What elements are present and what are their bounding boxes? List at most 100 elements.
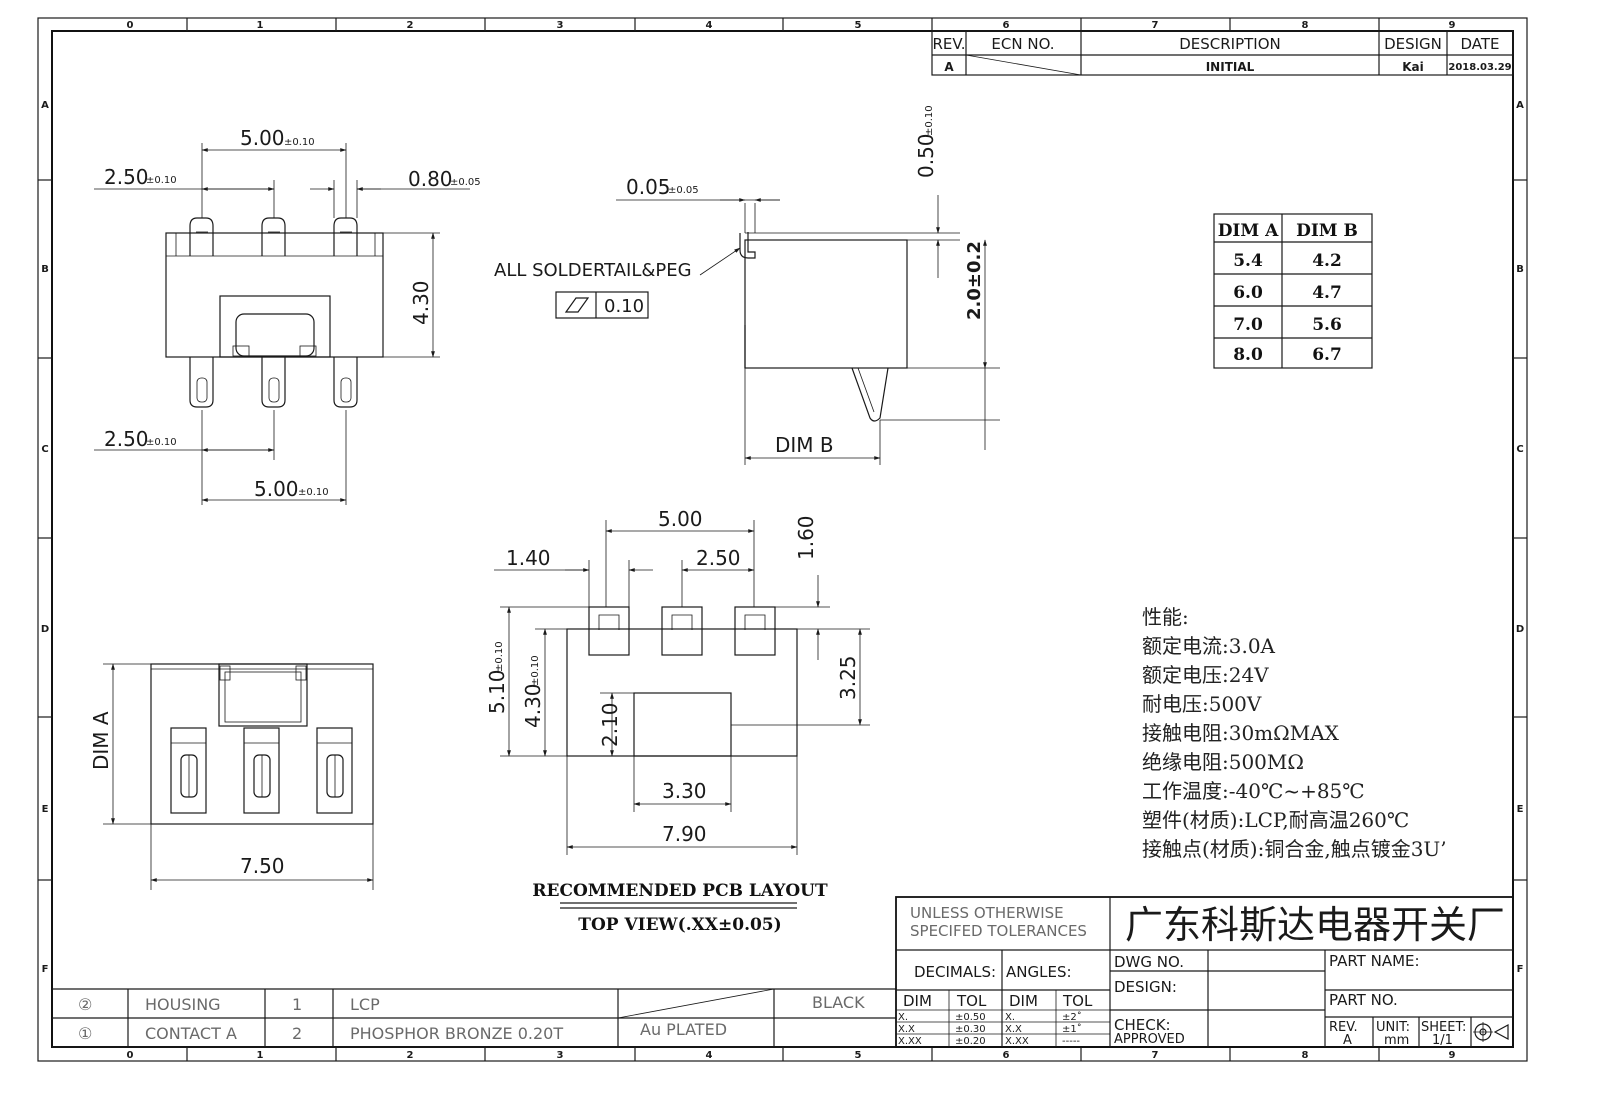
part-name-label: PART NAME: — [1329, 952, 1420, 970]
spec-list: 性能: 额定电流:3.0A 额定电压:24V 耐电压:500V 接触电阻:30m… — [1142, 605, 1447, 861]
front-actuator — [218, 663, 308, 727]
zone-bottom-5: 5 — [855, 1050, 862, 1061]
zone-top-9: 9 — [1449, 20, 1456, 31]
projection-symbol-icon — [1473, 1022, 1509, 1042]
ecn-header: ECN NO. — [991, 35, 1054, 53]
revision-block: REV. ECN NO. DESCRIPTION DESIGN DATE A I… — [931, 30, 1514, 76]
dim-thickness-tol: ±0.05 — [668, 185, 699, 196]
top-view: 5.00 ±0.10 2.50 ±0.10 0.80 ±0.05 4.30 2.… — [94, 126, 481, 505]
zone-right-e: E — [1517, 804, 1524, 815]
side-leg — [851, 367, 889, 422]
dim-pin-width: 0.80 — [408, 167, 453, 191]
part-no-label: PART NO. — [1329, 991, 1398, 1009]
decimal-dim: X.X — [898, 1024, 915, 1035]
dim-table-cell: 6.7 — [1312, 345, 1342, 365]
angle-tol: ±1˚ — [1062, 1023, 1082, 1035]
dim-table-cell: 5.4 — [1233, 251, 1263, 271]
pcb-dim-2-50: 2.50 — [696, 546, 741, 570]
dim-front-width: 7.50 — [240, 854, 285, 878]
dim-table: DIM A DIM B 5.4 4.2 6.0 4.7 7.0 5.6 8.0 … — [1213, 213, 1373, 369]
bom-material: PHOSPHOR BRONZE 0.20T — [350, 1024, 563, 1043]
flatness-callout: 0.10 — [555, 291, 649, 319]
side-view: 0.05 ±0.05 ALL SOLDERTAIL&PEG 0.50 ±0.10… — [494, 105, 1000, 465]
dim-table-cell: 5.6 — [1312, 315, 1342, 335]
pcb-dim-5-00: 5.00 — [658, 507, 703, 531]
description-value: INITIAL — [1206, 60, 1255, 74]
pcb-layout-subtitle: TOP VIEW(.XX±0.05) — [578, 915, 781, 935]
zone-left-e: E — [42, 804, 49, 815]
rev-label: REV. — [1329, 1020, 1358, 1035]
pcb-dim-2-10: 2.10 — [598, 702, 622, 747]
housing-outline — [165, 232, 384, 358]
zone-top-3: 3 — [557, 20, 564, 31]
zone-top-5: 5 — [855, 20, 862, 31]
pcb-pads — [588, 606, 776, 757]
flatness-value: 0.10 — [604, 296, 644, 317]
zone-top-7: 7 — [1152, 20, 1159, 31]
dim-pitch-bottom: 2.50 — [104, 427, 149, 451]
decimal-dim: X.XX — [898, 1036, 922, 1047]
dim-pitch-total-bottom-tol: ±0.10 — [298, 487, 329, 498]
pcb-layout-title: RECOMMENDED PCB LAYOUT — [532, 881, 828, 901]
dim-table-cell: 8.0 — [1233, 345, 1263, 365]
rev-value: A — [1343, 1033, 1352, 1048]
bom-remark: BLACK — [812, 993, 865, 1012]
spec-item: 额定电流:3.0A — [1142, 634, 1276, 658]
dim-height: 4.30 — [409, 280, 433, 325]
bom-table: ② HOUSING 1 LCP BLACK ① CONTACT A 2 PHOS… — [52, 988, 896, 1047]
dim-table-cell: 6.0 — [1233, 283, 1263, 303]
dim-table-cell: 4.2 — [1312, 251, 1342, 271]
description-header: DESCRIPTION — [1179, 35, 1281, 53]
angle-tol: ----- — [1062, 1036, 1080, 1047]
dim-table-cell: 4.7 — [1312, 283, 1342, 303]
zone-right-a: A — [1516, 100, 1524, 111]
dim-table-header-b: DIM B — [1296, 221, 1358, 241]
company-name: 广东科斯达电器开关厂 — [1125, 903, 1505, 947]
dim-pitch-total-tol: ±0.10 — [284, 137, 315, 148]
check-label: CHECK: — [1114, 1016, 1171, 1034]
zone-right-f: F — [1517, 964, 1524, 975]
spec-heading: 性能: — [1142, 605, 1189, 629]
decimal-tol: ±0.50 — [955, 1012, 986, 1023]
zone-top-8: 8 — [1302, 20, 1309, 31]
angle-dim: X.XX — [1005, 1036, 1029, 1047]
zone-top-0: 0 — [127, 20, 134, 31]
zone-left-b: B — [41, 264, 49, 275]
pcb-dim-5-10-tol: ±0.10 — [494, 641, 505, 672]
pcb-dim-1-60: 1.60 — [794, 515, 818, 560]
zone-bottom-6: 6 — [1003, 1050, 1010, 1061]
zone-top-4: 4 — [706, 20, 713, 31]
pcb-dim-7-90: 7.90 — [662, 822, 707, 846]
decimals-label: DECIMALS: — [914, 963, 996, 981]
pcb-layout: 5.00 1.40 2.50 1.60 5.10 ±0.10 4.30 ±0.1… — [485, 507, 870, 935]
dim-table-cell: 7.0 — [1233, 315, 1263, 335]
tolerance-note-line1: UNLESS OTHERWISE — [910, 904, 1064, 922]
front-housing — [150, 663, 374, 825]
dim-top-tol: ±0.10 — [924, 105, 935, 136]
dim-pin-width-tol: ±0.05 — [450, 177, 481, 188]
flatness-icon — [564, 297, 590, 313]
sheet-value: 1/1 — [1432, 1033, 1453, 1048]
dim-pitch: 2.50 — [104, 165, 149, 189]
angle-dim: X.X — [1005, 1024, 1022, 1035]
slider-knob — [235, 313, 315, 357]
dim-thickness: 0.05 — [626, 175, 671, 199]
rev-header: REV. — [933, 35, 966, 53]
front-contacts — [170, 727, 353, 814]
zone-bottom-0: 0 — [127, 1050, 134, 1061]
dim-label: DIM — [903, 992, 932, 1010]
zone-left-c: C — [41, 444, 48, 455]
rev-value: A — [944, 60, 954, 74]
dim-pitch-total-bottom: 5.00 — [254, 477, 299, 501]
zone-bottom-3: 3 — [557, 1050, 564, 1061]
zone-right-b: B — [1516, 264, 1524, 275]
zone-top-2: 2 — [407, 20, 414, 31]
bom-qty: 2 — [292, 1024, 302, 1043]
pcb-dim-1-40: 1.40 — [506, 546, 551, 570]
bom-description: Au PLATED — [640, 1020, 727, 1039]
spec-item: 绝缘电阻:500MΩ — [1142, 750, 1304, 774]
dim-top: 0.50 — [914, 133, 938, 178]
zone-bottom-4: 4 — [706, 1050, 713, 1061]
bom-qty: 1 — [292, 995, 302, 1014]
